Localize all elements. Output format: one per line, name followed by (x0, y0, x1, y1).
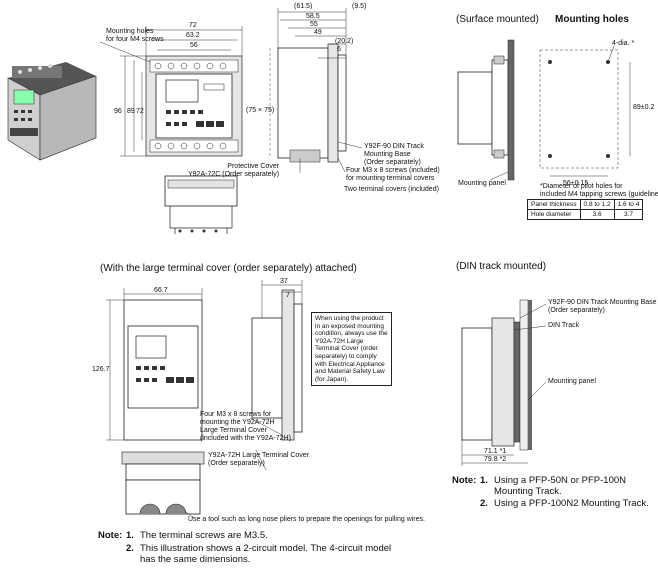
terminal-covers-label: Two terminal covers (included) (344, 186, 439, 193)
note-right-prefix: Note: (452, 475, 477, 486)
note-left-2-num: 2. (126, 543, 134, 554)
dim-126: 126.7 (92, 366, 110, 373)
din-base-label-2: Y92F-90 DIN Track Mounting Base (Order s… (548, 299, 657, 314)
note-left-prefix: Note: (98, 530, 123, 541)
dim-89-holes: 89±0.2 (633, 104, 655, 111)
product-photo (7, 62, 97, 161)
note-left-1-num: 1. (126, 530, 134, 541)
note-right-2: Using a PFP-100N2 Mounting Track. (494, 498, 649, 509)
dim-79: 79.8 *2 (484, 456, 507, 463)
dim-56-holes: 56±0.15 (563, 180, 589, 187)
dim-6: 6 (337, 46, 341, 53)
dim-7: 7 (286, 292, 290, 299)
dim-20: (20.2) (335, 38, 354, 45)
dim-49: 49 (314, 29, 322, 36)
note-right-2-num: 2. (480, 498, 488, 509)
dim-61: (61.5) (294, 3, 313, 10)
dim-66: 66.7 (154, 287, 168, 294)
large-cover-screws-label: Four M3 x 8 screws for mounting the Y92A… (200, 411, 291, 442)
table-cell: 0.8 to 1.2 (579, 199, 615, 210)
pliers-label: Use a tool such as long nose pliers to p… (188, 516, 425, 523)
din-track-sketch (461, 299, 547, 466)
protective-cover-label: Protective Cover Y92A-72C (Order separat… (188, 163, 280, 178)
dim-63: 63.2 (186, 32, 200, 39)
heading-mounting-holes: Mounting holes (555, 14, 629, 25)
note-left-2: This illustration shows a 2-circuit mode… (140, 543, 392, 565)
mounting-panel-label: Mounting panel (458, 180, 506, 187)
dim-55: 55 (310, 21, 318, 28)
mounting-holes-sketch (539, 45, 631, 177)
pilot-hole-footnote: *Diameter of pilot holes for included M4… (540, 183, 658, 198)
safety-notice-box: When using the product in an exposed mou… (311, 312, 392, 387)
dim-9: (9.5) (352, 3, 367, 10)
din-base-label: Y92F-90 DIN Track Mounting Base (Order s… (364, 143, 424, 166)
heading-din-track: (DIN track mounted) (456, 261, 547, 272)
pilot-hole-label: 4-dia. * (612, 40, 635, 47)
table-row: Panel thickness 0.8 to 1.2 1.6 to 4 (527, 199, 644, 210)
table-cell: Hole diameter (527, 209, 581, 220)
large-cover-bottom (121, 451, 205, 519)
surface-mounted-sketch (457, 39, 515, 181)
dim-37: 37 (280, 278, 288, 285)
dim-58: 58.5 (306, 13, 320, 20)
large-cover-label: Y92A-72H Large Terminal Cover (Order sep… (208, 452, 310, 467)
mounting-holes-label: Mounting holes for four M4 screws (106, 28, 164, 43)
front-view (99, 26, 243, 157)
din-track-label: DIN Track (548, 322, 580, 329)
dim-56: 56 (190, 42, 198, 49)
table-row: Hole diameter 3.6 3.7 (527, 209, 644, 220)
note-left-1: The terminal screws are M3.5. (140, 530, 268, 541)
table-cell: 3.7 (613, 209, 644, 220)
side-view (269, 8, 363, 173)
dim-96: 96 (114, 108, 122, 115)
dim-71: 71.1 *1 (484, 448, 507, 455)
dim-75: (75 × 75) (246, 107, 275, 114)
heading-large-cover: (With the large terminal cover (order se… (100, 263, 357, 274)
protective-cover-sketch (164, 175, 238, 234)
dim-72-v: 72 (136, 108, 144, 115)
table-cell: 3.6 (579, 209, 615, 220)
dim-72: 72 (189, 22, 197, 29)
din-panel-label: Mounting panel (548, 378, 596, 385)
note-right-1-num: 1. (480, 475, 488, 486)
table-cell: 1.6 to 4 (613, 199, 644, 210)
large-cover-front (106, 288, 203, 441)
m3-screws-label: Four M3 x 8 screws (included) for mounti… (346, 167, 440, 182)
pilot-hole-table: Panel thickness 0.8 to 1.2 1.6 to 4 Hole… (527, 199, 644, 220)
note-right-1: Using a PFP-50N or PFP-100N Mounting Tra… (494, 475, 626, 497)
large-cover-side (249, 280, 303, 471)
table-cell: Panel thickness (527, 199, 581, 210)
dim-89: 89 (127, 108, 135, 115)
heading-surface-mounted: (Surface mounted) (456, 14, 539, 25)
